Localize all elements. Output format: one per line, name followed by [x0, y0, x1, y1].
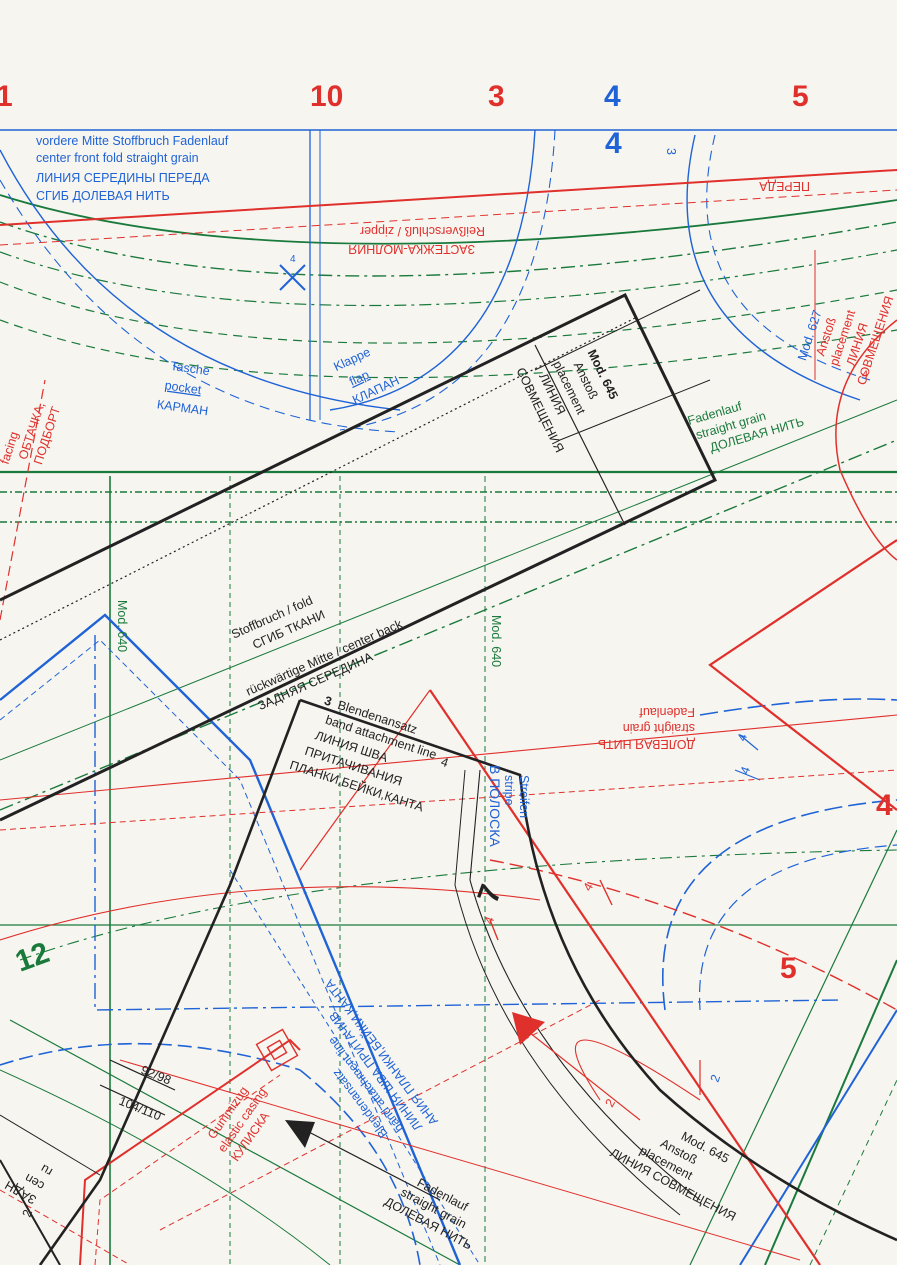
svg-text:ДОЛЕВАЯ НИТЬ: ДОЛЕВАЯ НИТЬ	[598, 737, 695, 751]
section-number-4-inner: 4	[605, 127, 622, 160]
svg-text:4: 4	[735, 732, 751, 743]
svg-text:4: 4	[290, 254, 296, 265]
svg-text:Klappe: Klappe	[331, 345, 372, 374]
mod627-label: Mod. 627 Anstoß placement ЛИНИЯ СОВМЕЩЕН…	[795, 294, 896, 386]
grain-arrow-black	[285, 1120, 441, 1201]
grain-black-label: Fadenlauf straight grain ДОЛЕВАЯ НИТЬ	[382, 1176, 474, 1253]
svg-text:92/98: 92/98	[139, 1063, 173, 1088]
svg-text:4: 4	[862, 369, 868, 381]
svg-text:center front fold straight gra: center front fold straight grain	[36, 151, 199, 165]
svg-text:ЗАСТЕЖКА-МОЛНИЯ: ЗАСТЕЖКА-МОЛНИЯ	[348, 242, 475, 256]
svg-text:Reißverschluß / zipper: Reißverschluß / zipper	[360, 224, 485, 238]
section-number-3: 3	[488, 80, 505, 113]
section-number-5-red: 5	[780, 952, 797, 985]
grain-green-label: Fadenlauf straight grain ДОЛЕВАЯ НИТЬ	[686, 399, 806, 455]
black-pattern-lines	[0, 289, 897, 1265]
pocket-label: Tasche pocket КАРМАН	[156, 359, 211, 419]
zipper-label: Reißverschluß / zipper ЗАСТЕЖКА-МОЛНИЯ	[348, 224, 485, 256]
svg-text:4: 4	[439, 755, 450, 771]
svg-text:2: 2	[20, 1208, 36, 1219]
section-number-1: 1	[0, 80, 13, 113]
elastic-casing-mark	[255, 1028, 299, 1072]
svg-text:4: 4	[482, 915, 498, 926]
grain-red-label: Fadenlauf straight grain ДОЛЕВАЯ НИТЬ	[598, 705, 695, 751]
svg-text:СГИБ ДОЛЕВАЯ НИТЬ: СГИБ ДОЛЕВАЯ НИТЬ	[36, 189, 170, 203]
svg-text:stripe: stripe	[502, 775, 516, 806]
section-number-10: 10	[310, 80, 343, 113]
section-number-5: 5	[792, 80, 809, 113]
svg-text:vordere Mitte Stoffbruch Faden: vordere Mitte Stoffbruch Fadenlauf	[36, 134, 229, 148]
svg-text:Tasche: Tasche	[170, 359, 211, 378]
flap-label: Klappe flap КЛАПАН	[331, 345, 401, 407]
grain-arrow-red	[512, 1012, 641, 1121]
svg-text:3: 3	[664, 148, 678, 155]
red-pattern-lines	[0, 169, 897, 1265]
svg-text:2: 2	[708, 1073, 724, 1084]
stripe-label: Streifen stripe В ПОЛОСКА	[487, 765, 531, 847]
pereda-label: ПЕРЕДА	[759, 179, 810, 193]
blue-pattern-lines	[0, 129, 897, 1265]
notch-numbers: 4 4 4 4 4 3 4 2 2 4 2	[20, 148, 868, 1219]
svg-text:ru: ru	[38, 1161, 55, 1179]
svg-text:4: 4	[738, 765, 754, 776]
svg-text:В ПОЛОСКА: В ПОЛОСКА	[487, 765, 503, 847]
fold-center-back-label: Stoffbruch / fold СГИБ ТКАНИ rückwärtige…	[229, 593, 405, 713]
svg-text:КАРМАН: КАРМАН	[156, 397, 209, 418]
svg-text:Fadenlauf: Fadenlauf	[639, 705, 695, 719]
mod640-label-a: Mod. 640	[115, 600, 129, 652]
section-number-4-red-edge: 4	[876, 789, 893, 822]
front-center-label: vordere Mitte Stoffbruch Fadenlauf cente…	[36, 134, 229, 203]
svg-text:pocket: pocket	[164, 378, 203, 397]
svg-text:Streifen: Streifen	[517, 775, 531, 818]
svg-text:2: 2	[602, 1096, 618, 1109]
svg-text:3: 3	[323, 694, 334, 709]
svg-text:104/110: 104/110	[117, 1094, 163, 1124]
elastic-casing-label: Gummizug elastic casing КУЛИСКА	[205, 1084, 273, 1164]
band-attachment-label: 3 Blendenansatz band attachment line ЛИН…	[288, 694, 438, 815]
svg-text:straight grain: straight grain	[623, 721, 695, 735]
svg-text:rückwärtige Mitte / center bac: rückwärtige Mitte / center back	[244, 617, 405, 699]
section-number-12: 12	[11, 936, 54, 978]
corner-left-label: ЗАДН cen ru	[3, 1161, 55, 1206]
svg-text:ЛИНИЯ СЕРЕДИНЫ ПЕРЕДА: ЛИНИЯ СЕРЕДИНЫ ПЕРЕДА	[36, 171, 210, 185]
facing-label: facing ОБТАЧКА, ПОДБОРТ	[0, 401, 63, 467]
mod640-label-b: Mod. 640	[489, 615, 503, 667]
section-number-4: 4	[604, 80, 621, 113]
